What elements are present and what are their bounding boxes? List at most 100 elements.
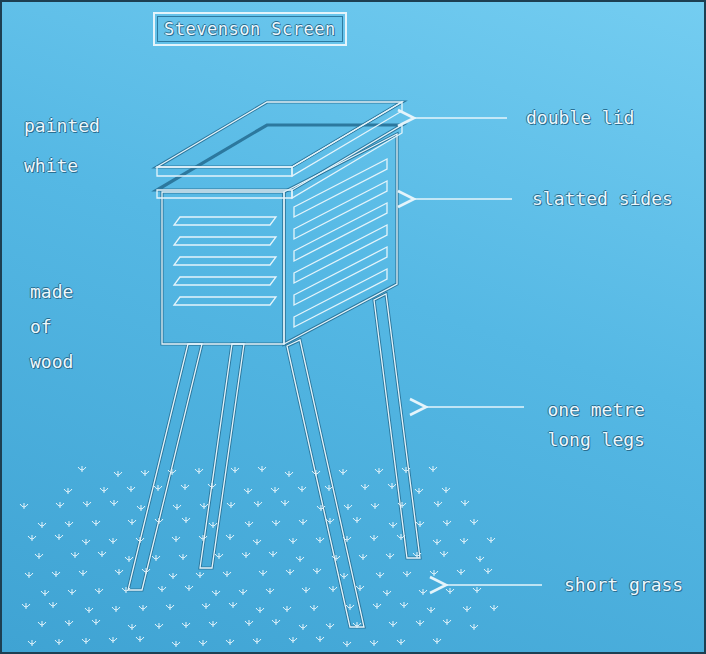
grass-tuft (209, 621, 217, 627)
grass-tuft (169, 573, 177, 579)
grass-tuft (20, 503, 28, 509)
grass-tuft (281, 500, 289, 506)
grass-tuft (317, 505, 325, 511)
leg (128, 344, 202, 590)
grass-tuft (65, 620, 73, 626)
grass-tuft (28, 535, 36, 541)
grass-tuft (285, 471, 293, 477)
part-label: painted white (24, 106, 111, 186)
grass-tuft (166, 604, 174, 610)
grass-tuft (244, 488, 252, 494)
grass-tuft (155, 623, 163, 629)
grass-tuft (253, 539, 261, 545)
grass-tuft (92, 619, 100, 625)
grass-tuft (416, 620, 424, 626)
grass-tuft (208, 483, 216, 489)
grass-tuft (128, 519, 136, 525)
grass-tuft (296, 556, 304, 562)
grass-tuft (326, 518, 334, 524)
grass-tuft (289, 538, 297, 544)
grass-tuft (41, 590, 49, 596)
grass-tuft (375, 468, 383, 474)
grass-tuft (370, 535, 378, 541)
grass-tuft (302, 587, 310, 593)
grass-tuft (353, 622, 361, 628)
side-face (284, 134, 397, 344)
lid-lower (292, 125, 402, 198)
grass-tuft (141, 470, 149, 476)
grass-tuft (38, 522, 46, 528)
grass-tuft (173, 504, 181, 510)
grass-tuft (346, 604, 354, 610)
leg (287, 340, 364, 627)
grass-tuft (245, 521, 253, 527)
part-label: slatted sides (532, 187, 673, 211)
grass-tuft (65, 521, 73, 527)
leg (200, 344, 244, 568)
grass-tuft (259, 570, 267, 576)
grass-tuft (172, 641, 180, 647)
grass-tuft (313, 568, 321, 574)
slat (174, 297, 276, 305)
grass-tuft (460, 538, 468, 544)
grass-tuft (122, 587, 130, 593)
grass-tuft (109, 637, 117, 643)
grass-tuft (212, 590, 220, 596)
grass (20, 466, 498, 647)
grass-tuft (71, 552, 79, 558)
grass-tuft (79, 570, 87, 576)
grass-tuft (353, 517, 361, 523)
grass-tuft (115, 569, 123, 575)
grass-tuft (386, 553, 394, 559)
grass-tuft (316, 636, 324, 642)
grass-tuft (272, 619, 280, 625)
grass-tuft (227, 502, 235, 508)
grass-tuft (299, 624, 307, 630)
grass-tuft (487, 537, 495, 543)
grass-tuft (200, 503, 208, 509)
grass-tuft (470, 519, 478, 525)
grass-tuft (397, 639, 405, 645)
slat (294, 269, 387, 327)
grass-tuft (433, 539, 441, 545)
grass-tuft (430, 570, 438, 576)
slat (174, 277, 276, 285)
grass-tuft (199, 640, 207, 646)
grass-tuft (289, 637, 297, 643)
grass-tuft (142, 568, 150, 574)
grass-tuft (155, 518, 163, 524)
grass-tuft (258, 466, 266, 472)
grass-tuft (229, 602, 237, 608)
grass-tuft (136, 537, 144, 543)
grass-tuft (172, 536, 180, 542)
grass-tuft (226, 639, 234, 645)
lid-top (157, 102, 402, 167)
grass-tuft (114, 471, 122, 477)
grass-tuft (433, 638, 441, 644)
grass-tuft (269, 551, 277, 557)
grass-tuft (446, 588, 454, 594)
grass-tuft (100, 487, 108, 493)
grass-tuft (356, 585, 364, 591)
grass-tuft (182, 517, 190, 523)
grass-tuft (239, 589, 247, 595)
grass-tuft (25, 572, 33, 578)
grass-tuft (154, 485, 162, 491)
grass-tuft (254, 501, 262, 507)
grass-tuft (231, 467, 239, 473)
grass-tuft (98, 551, 106, 557)
grass-tuft (329, 586, 337, 592)
stevenson-screen (128, 102, 420, 627)
grass-tuft (389, 621, 397, 627)
grass-tuft (179, 554, 187, 560)
grass-tuft (490, 605, 498, 611)
grass-tuft (55, 639, 63, 645)
grass-tuft (325, 485, 333, 491)
grass-tuft (383, 590, 391, 596)
lid-edge (157, 167, 292, 176)
grass-tuft (416, 521, 424, 527)
grass-tuft (463, 606, 471, 612)
slats (174, 159, 387, 327)
grass-tuft (429, 466, 437, 472)
